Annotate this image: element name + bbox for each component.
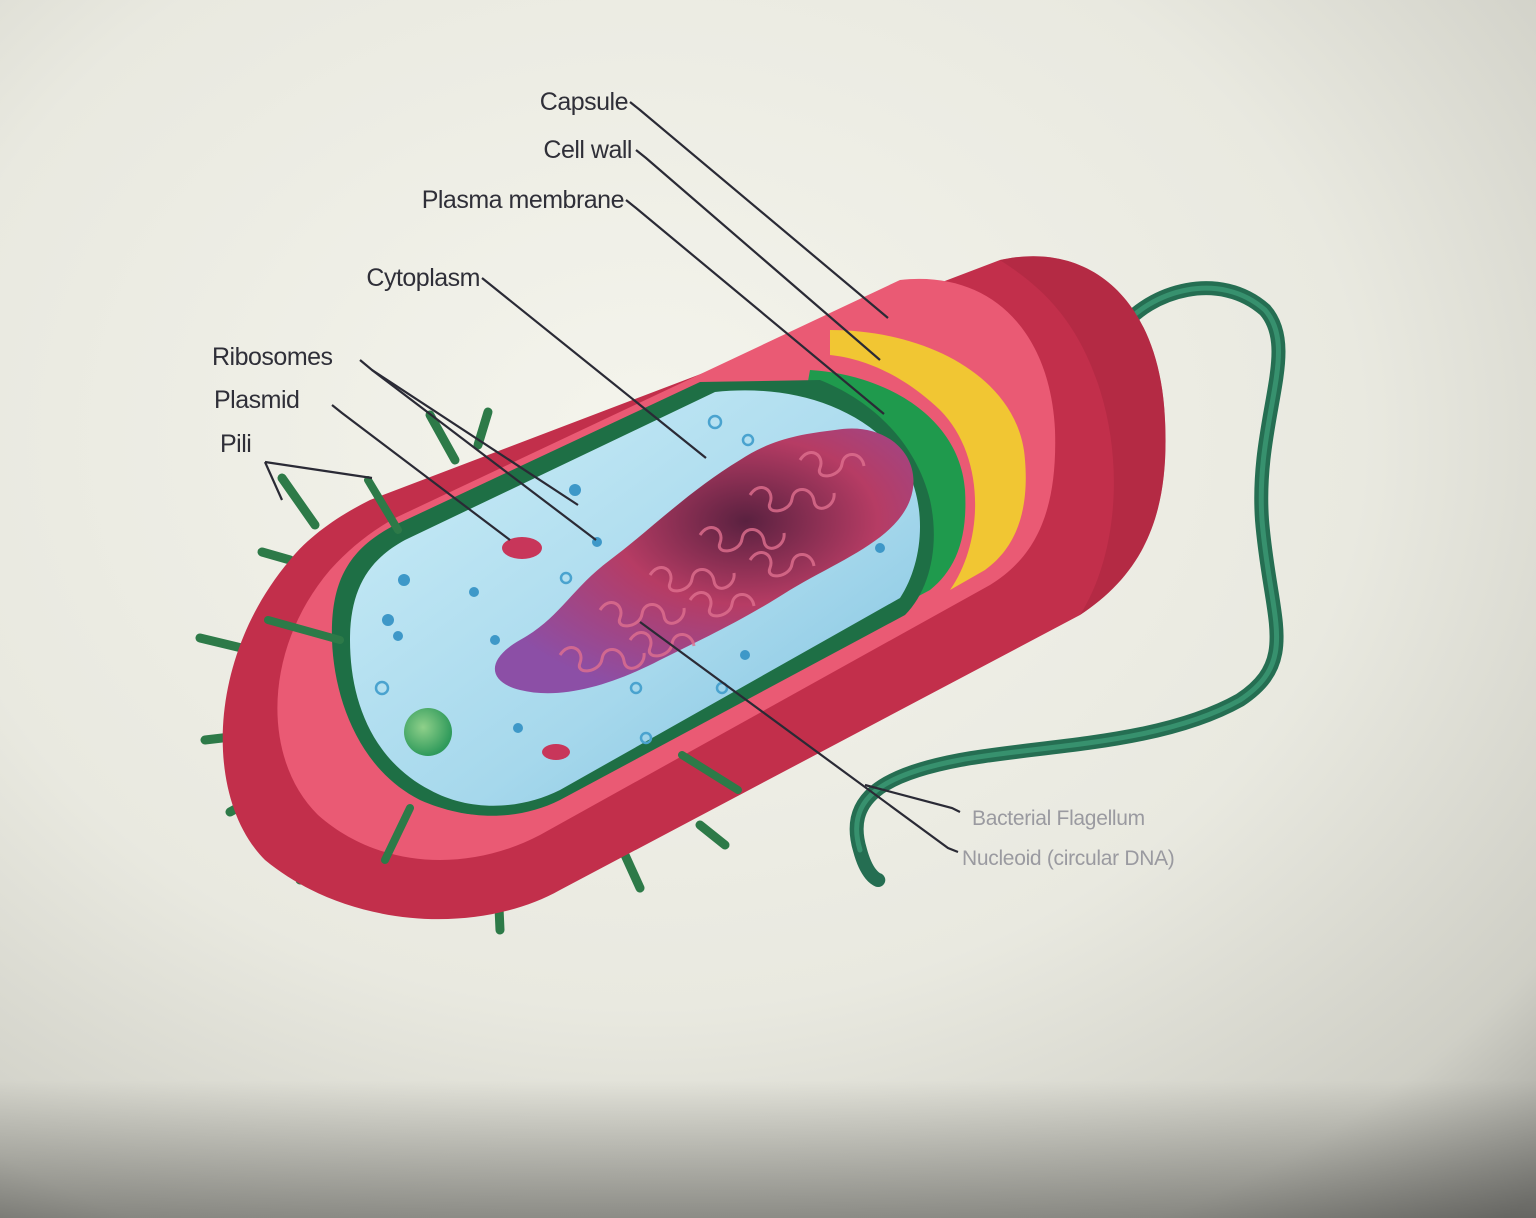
vesicle (559, 571, 573, 585)
ribosome (382, 614, 394, 626)
label-cell-wall: Cell wall (543, 136, 632, 164)
ribosome (875, 543, 885, 553)
vesicle (374, 680, 390, 696)
label-capsule: Capsule (540, 88, 628, 116)
ribosomes-leader-b (371, 369, 597, 541)
plasma-membrane-layer (830, 330, 1026, 590)
label-flagellum: Bacterial Flagellum (972, 807, 1145, 830)
pilus (364, 476, 402, 534)
pili-leader-a (263, 461, 284, 501)
ribosome (513, 723, 523, 733)
vesicle (741, 433, 755, 447)
capsule-end-shade (1000, 256, 1166, 615)
nucleoid-coils (558, 451, 866, 673)
nucleoid (494, 428, 914, 694)
ribosome (569, 484, 581, 496)
vesicle (639, 731, 653, 745)
cytoplasm-leader (481, 277, 707, 459)
label-nucleoid: Nucleoid (circular DNA) (962, 847, 1174, 870)
bottom-shadow (0, 1080, 1536, 1218)
front-pili-group (264, 476, 742, 864)
plasmid-leader (331, 404, 511, 541)
pilus (381, 804, 414, 864)
granule (404, 708, 452, 756)
label-pili: Pili (220, 430, 251, 458)
vesicle (707, 414, 723, 430)
ribosome (398, 574, 410, 586)
plasmid (542, 744, 570, 760)
pilus (277, 473, 320, 530)
vesicle (629, 681, 643, 695)
pilus (257, 547, 295, 565)
ribosome (393, 631, 403, 641)
flagellum-highlight (854, 285, 1281, 853)
pilus (695, 820, 730, 850)
pilus (425, 410, 460, 465)
label-ribosomes: Ribosomes (212, 343, 333, 371)
pilus (620, 850, 645, 893)
label-cytoplasm: Cytoplasm (366, 264, 480, 292)
ribosomes-group (382, 484, 885, 733)
pilus (264, 616, 344, 644)
label-plasmid: Plasmid (214, 386, 299, 414)
pilus (678, 751, 742, 794)
leader-lines (263, 101, 961, 854)
plasmid (502, 537, 542, 559)
ribosome (740, 650, 750, 660)
label-plasma-membrane: Plasma membrane (422, 186, 624, 214)
nucleoid-leader (639, 621, 959, 854)
ribosome (490, 635, 500, 645)
flagellum-leader (864, 783, 961, 813)
pili-leader-b (264, 460, 373, 480)
cell-wall-leader (635, 149, 881, 361)
ribosome (469, 587, 479, 597)
capsule-leader (629, 101, 889, 319)
plasma-membrane-leader (625, 199, 885, 415)
